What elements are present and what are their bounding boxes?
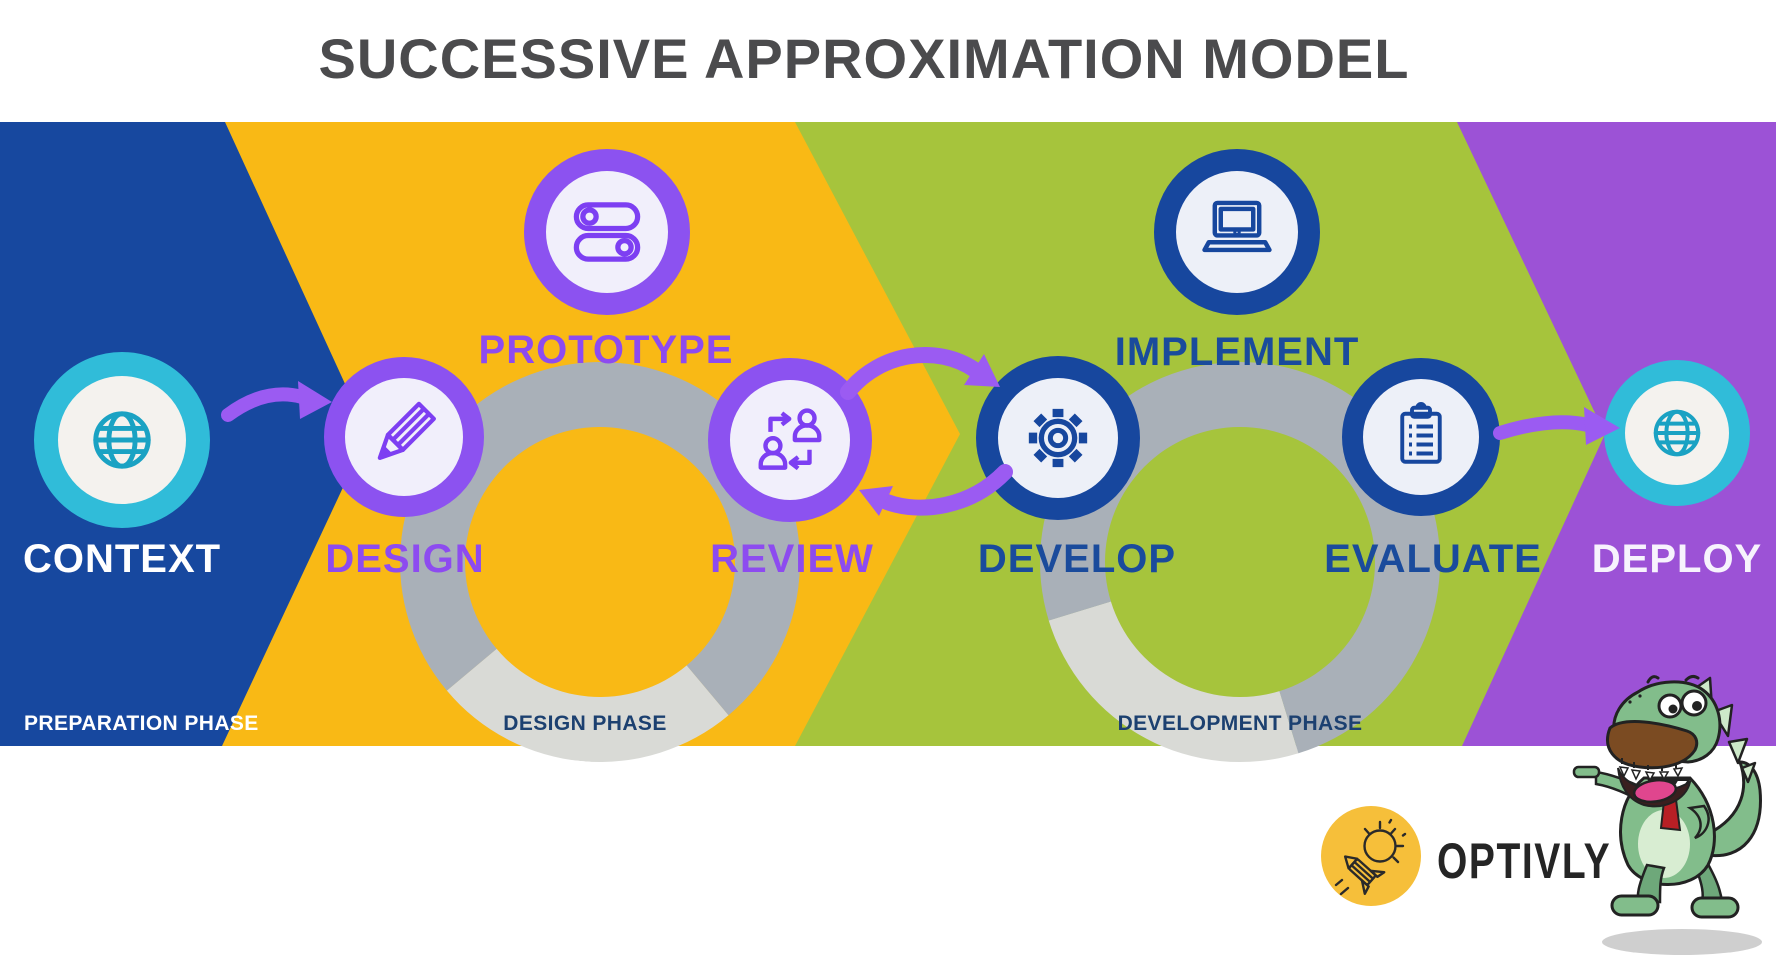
develop-circle (976, 356, 1140, 520)
dinosaur-mascot (1572, 674, 1762, 955)
implement-circle (1154, 149, 1320, 315)
brand-name: OPTIVLY (1437, 833, 1612, 889)
design-label: DESIGN (325, 537, 485, 581)
review-label: REVIEW (710, 537, 874, 581)
prototype-circle (524, 149, 690, 315)
implement-label: IMPLEMENT (1114, 330, 1360, 374)
context-circle (34, 352, 210, 528)
evaluate-circle (1342, 358, 1500, 516)
gear-icon (1028, 408, 1088, 468)
develop-label: DEVELOP (977, 537, 1177, 581)
page-title: SUCCESSIVE APPROXIMATION MODEL (318, 27, 1410, 90)
mascot-shadow (1602, 929, 1762, 955)
prototype-label: PROTOTYPE (478, 328, 734, 372)
arrow-evaluate-to-deploy (1493, 407, 1620, 445)
rocket-lightbulb-icon (1334, 818, 1407, 896)
globe-icon (1653, 409, 1701, 457)
brand-logo-circle (1321, 806, 1421, 906)
toggle-switches-icon (573, 202, 641, 262)
evaluate-label: EVALUATE (1324, 537, 1542, 581)
people-swap-icon (758, 408, 822, 471)
pencil-icon (377, 401, 436, 460)
laptop-icon (1202, 200, 1272, 253)
context-label: CONTEXT (22, 537, 222, 581)
arrow-develop-to-review (859, 464, 1013, 516)
design-phase-label: DESIGN PHASE (503, 712, 667, 735)
preparation-phase-label: PREPARATION PHASE (24, 712, 259, 735)
deploy-label: DEPLOY (1591, 537, 1763, 581)
clipboard-icon (1400, 402, 1442, 464)
arrow-context-to-design (221, 381, 332, 422)
design-circle (324, 357, 484, 517)
arrow-review-to-develop (840, 346, 1000, 400)
globe-icon (93, 411, 151, 469)
development-phase-label: DEVELOPMENT PHASE (1117, 712, 1363, 735)
